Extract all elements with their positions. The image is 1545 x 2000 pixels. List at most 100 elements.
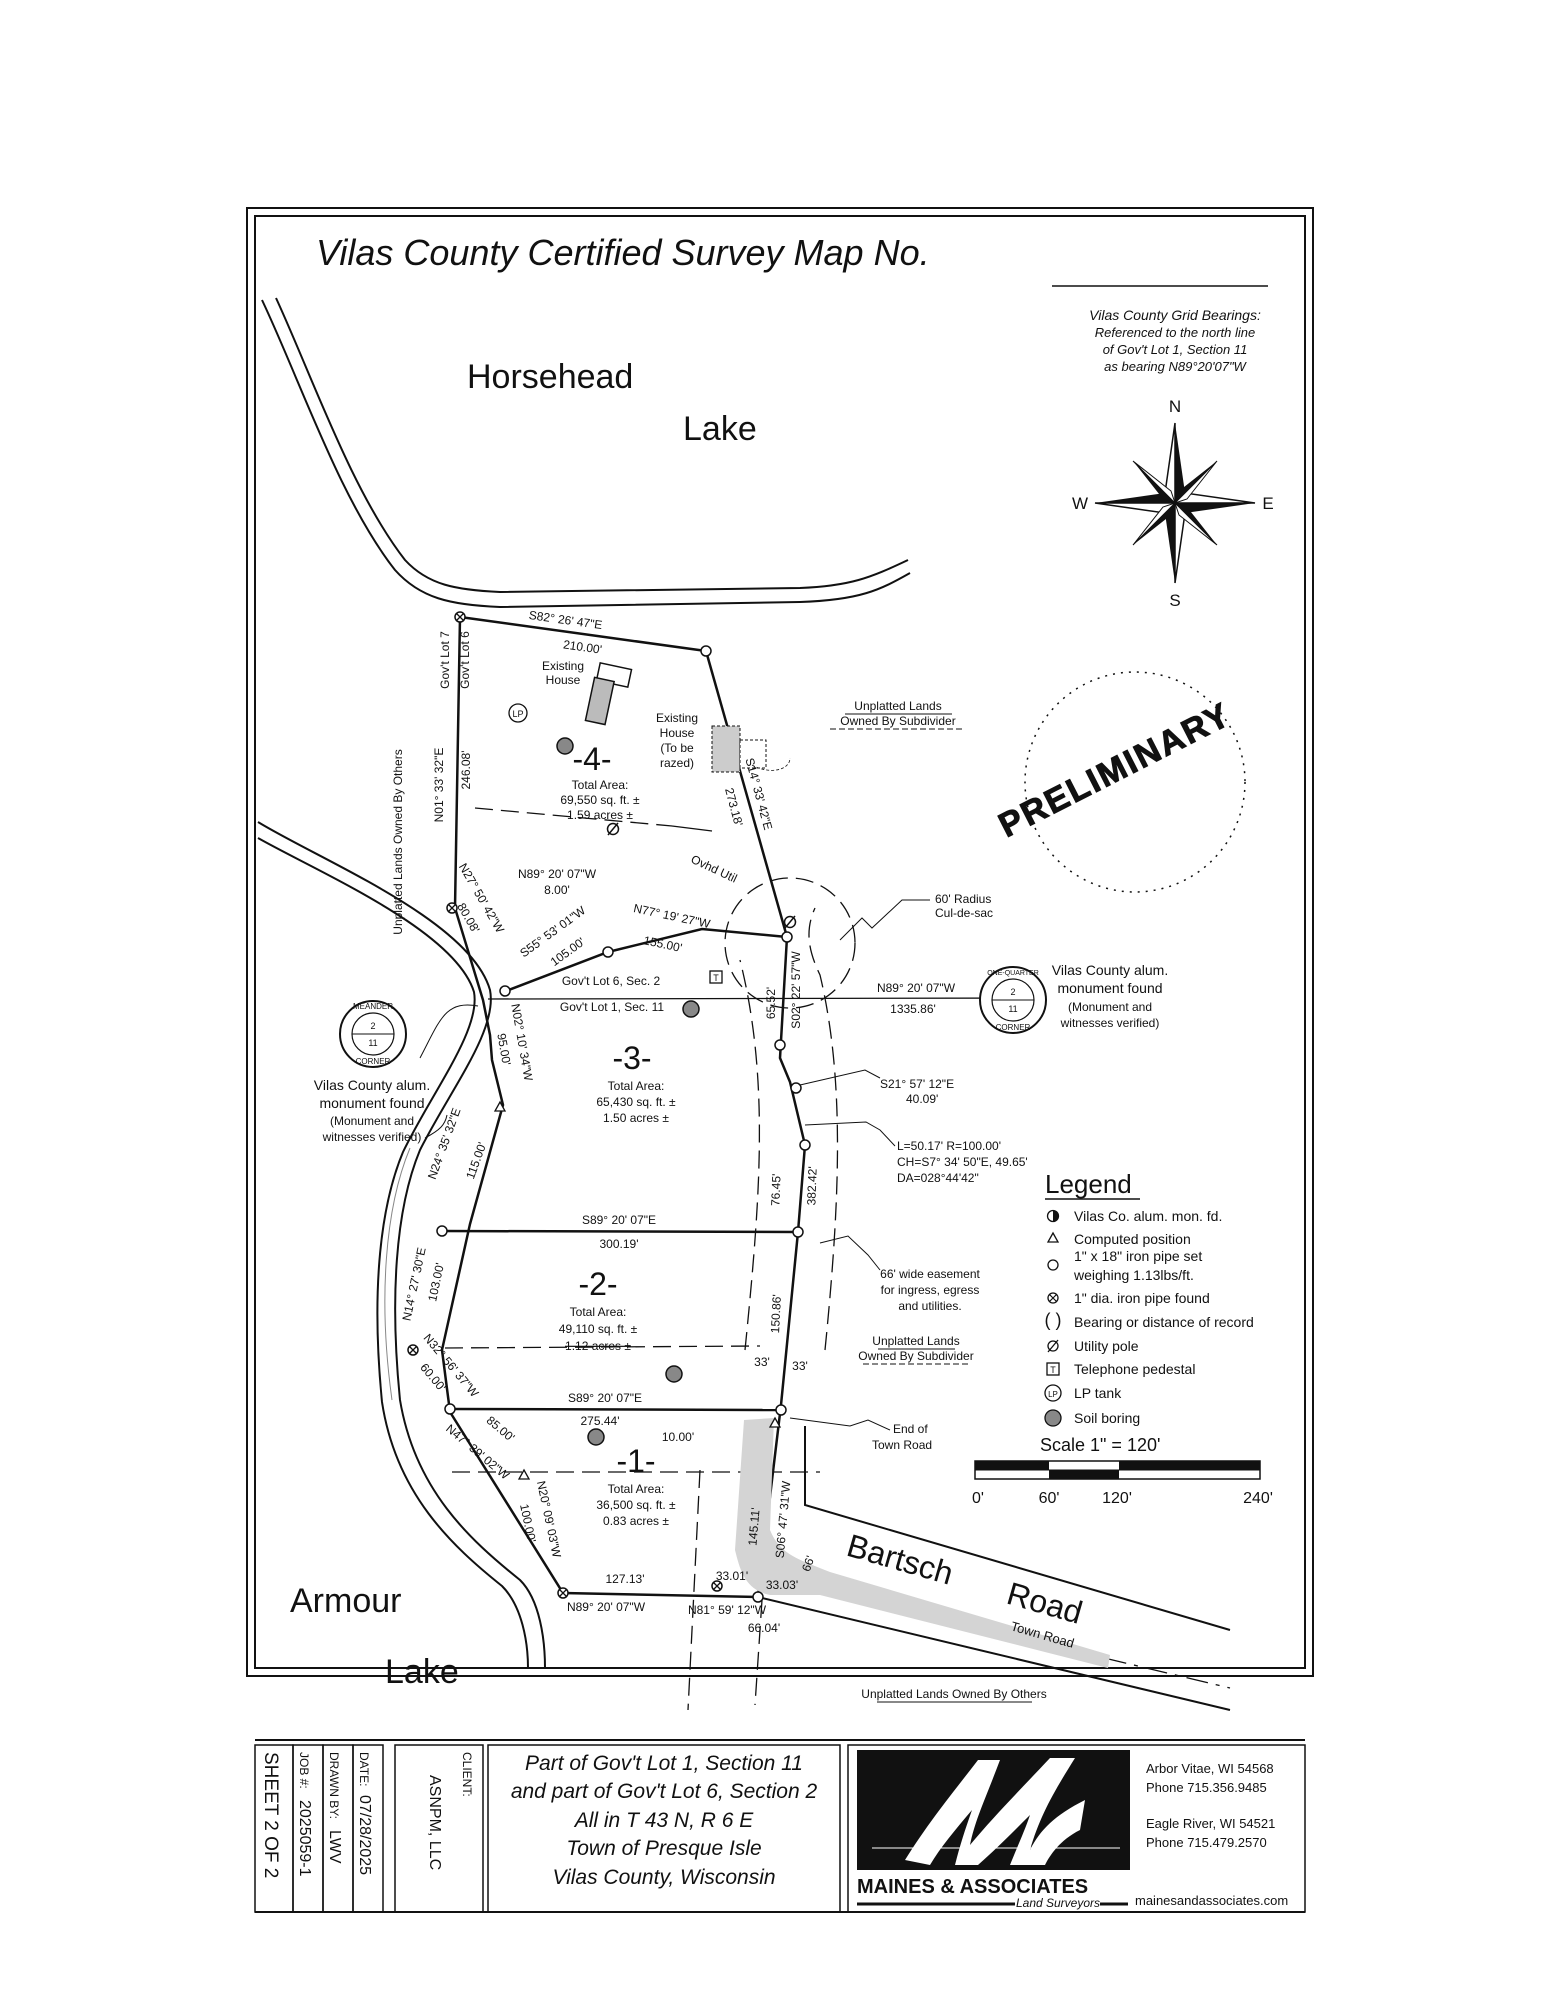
legend: Legend ( ) T LP Vilas Co. alum. mon. fd.… xyxy=(1044,1169,1254,1427)
svg-text:MEANDER: MEANDER xyxy=(353,1002,393,1011)
svg-text:CORNER: CORNER xyxy=(996,1023,1031,1032)
inner-border xyxy=(254,215,1306,1669)
dim-label: 33' xyxy=(754,1355,770,1369)
svg-text:Total Area:: Total Area: xyxy=(570,1305,627,1319)
bearing-note-line: as bearing N89°20'07"W xyxy=(1104,359,1247,374)
dim-label: 103.00' xyxy=(425,1262,447,1303)
legend-item: Computed position xyxy=(1074,1231,1191,1247)
monument-left-label: Vilas County alum. xyxy=(314,1077,430,1093)
dim-label: N77° 19' 27"W xyxy=(632,901,712,931)
legend-parens-icon: ( ) xyxy=(1045,1310,1062,1330)
ovhd-util-label: Ovhd Util xyxy=(689,852,740,886)
easement-label: 66' wide easement xyxy=(880,1267,980,1281)
svg-text:-2-: -2- xyxy=(578,1266,617,1302)
monument-right-label: monument found xyxy=(1057,980,1162,996)
dim-label: 145.11' xyxy=(745,1507,762,1546)
svg-text:2: 2 xyxy=(370,1021,375,1031)
bearing-note-line: of Gov't Lot 1, Section 11 xyxy=(1103,342,1248,357)
end-road-label: Town Road xyxy=(872,1438,932,1452)
preliminary-stamp: PRELIMINARY xyxy=(993,695,1237,845)
dim-label: 33.01' xyxy=(716,1569,748,1583)
dim-label: 273.18' xyxy=(722,786,746,827)
office-phone: Phone 715.356.9485 xyxy=(1146,1780,1267,1795)
dim-label: 300.19' xyxy=(600,1237,639,1251)
armour-lake-label: Armour xyxy=(290,1582,401,1620)
monument-right-label: Vilas County alum. xyxy=(1052,962,1168,978)
parcel-boundaries xyxy=(440,615,807,1599)
map-title: Vilas County Certified Survey Map No. xyxy=(316,232,930,273)
easement-label: and utilities. xyxy=(898,1299,961,1313)
unplatted-label: Owned By Subdivider xyxy=(840,714,955,728)
curve-data: DA=028°44'42" xyxy=(897,1171,979,1185)
curve-data: CH=S7° 34' 50"E, 49.65' xyxy=(897,1155,1028,1169)
dim-label: N20° 09' 03"W xyxy=(534,1480,564,1560)
armour-shore-inner xyxy=(257,837,529,1669)
monument-right-label: (Monument and xyxy=(1068,1000,1152,1014)
legend-utility-pole-icon xyxy=(1047,1339,1059,1353)
dim-label: 66' xyxy=(799,1554,818,1573)
unplatted-label: Unplatted Lands xyxy=(854,699,941,713)
dim-label: 115.00' xyxy=(463,1140,489,1181)
legend-cross-icon xyxy=(1047,1292,1059,1304)
culdesac-label: 60' Radius xyxy=(935,892,991,906)
firm-name: MAINES & ASSOCIATES xyxy=(857,1876,1088,1898)
firm-subtitle: Land Surveyors xyxy=(1016,1896,1100,1910)
monument-left-label: (Monument and xyxy=(330,1114,414,1128)
outer-border xyxy=(246,207,1314,1677)
culdesac-label: Cul-de-sac xyxy=(935,906,993,920)
svg-text:11: 11 xyxy=(368,1038,377,1048)
legend-soil-boring-icon xyxy=(1044,1409,1062,1427)
bearing-note-line: Vilas County Grid Bearings: xyxy=(1089,307,1261,323)
unplatted-label: Owned By Subdivider xyxy=(858,1349,973,1363)
svg-text:Total Area:: Total Area: xyxy=(572,778,629,792)
legend-item: Vilas Co. alum. mon. fd. xyxy=(1074,1208,1222,1224)
description-line: All in T 43 N, R 6 E xyxy=(573,1809,755,1832)
scale-tick: 0' xyxy=(972,1490,984,1507)
horsehead-shore-inner xyxy=(275,297,909,594)
svg-text:36,500 sq. ft. ±: 36,500 sq. ft. ± xyxy=(596,1498,676,1512)
meander-corner-icon: 2 11 MEANDER CORNER xyxy=(339,1000,407,1068)
svg-text:-1-: -1- xyxy=(616,1443,655,1479)
legend-item: Soil boring xyxy=(1074,1410,1140,1426)
soil-boring-markers xyxy=(556,737,700,1446)
legend-telephone-icon: T xyxy=(1046,1362,1060,1376)
iron-pipe-found-markers xyxy=(407,611,723,1599)
horsehead-lake-label: Horsehead xyxy=(467,358,633,396)
dim-label: 66.04' xyxy=(748,1621,780,1635)
sheet-number: SHEET 2 OF 2 xyxy=(260,1752,281,1878)
svg-text:LP: LP xyxy=(512,709,523,719)
razed-label: (To be xyxy=(660,741,694,755)
unplatted-others-left: Unplatted Lands Owned By Others xyxy=(391,749,405,934)
office-address: Eagle River, WI 54521 xyxy=(1146,1816,1275,1831)
scale-title: Scale 1" = 120' xyxy=(1040,1435,1160,1455)
dim-label: N89° 20' 07"W xyxy=(877,981,956,995)
dim-label: 150.86' xyxy=(768,1294,784,1334)
ovhd-line xyxy=(671,825,713,832)
existing-house-icon xyxy=(584,661,633,726)
title-block: SHEET 2 OF 2 JOB #: 2025059-1 DRAWN BY: … xyxy=(254,1739,1306,1913)
dim-label: 275.44' xyxy=(581,1414,620,1428)
description-line: Town of Presque Isle xyxy=(566,1837,761,1860)
scale-tick: 240' xyxy=(1243,1490,1273,1507)
preliminary-stamp-circle xyxy=(1024,671,1246,893)
dim-label: N89° 20' 07"W xyxy=(567,1600,646,1614)
monument-right-label: witnesses verified) xyxy=(1060,1016,1160,1030)
s21-dist: 40.09' xyxy=(906,1092,938,1106)
svg-text:2: 2 xyxy=(1010,987,1015,997)
compass-n: N xyxy=(1169,397,1181,416)
unplatted-label: Unplatted Lands xyxy=(872,1334,959,1348)
svg-text:T: T xyxy=(1050,1365,1056,1375)
compass-w: W xyxy=(1072,494,1088,513)
dim-label: S02° 22' 57"W xyxy=(789,951,803,1029)
legend-lp-icon: LP xyxy=(1044,1384,1062,1402)
razed-label: Existing xyxy=(656,711,698,725)
dim-label: 76.45' xyxy=(768,1173,783,1206)
client-name: ASNPM, LLC xyxy=(426,1775,443,1870)
office-address: Arbor Vitae, WI 54568 xyxy=(1146,1761,1274,1776)
job-number: 2025059-1 xyxy=(296,1800,313,1877)
drawn-by: LWV xyxy=(326,1830,343,1864)
legend-item: 1" x 18" iron pipe set xyxy=(1074,1248,1202,1264)
svg-text:65,430 sq. ft. ±: 65,430 sq. ft. ± xyxy=(596,1095,676,1109)
firm-website: mainesandassociates.com xyxy=(1135,1893,1288,1908)
